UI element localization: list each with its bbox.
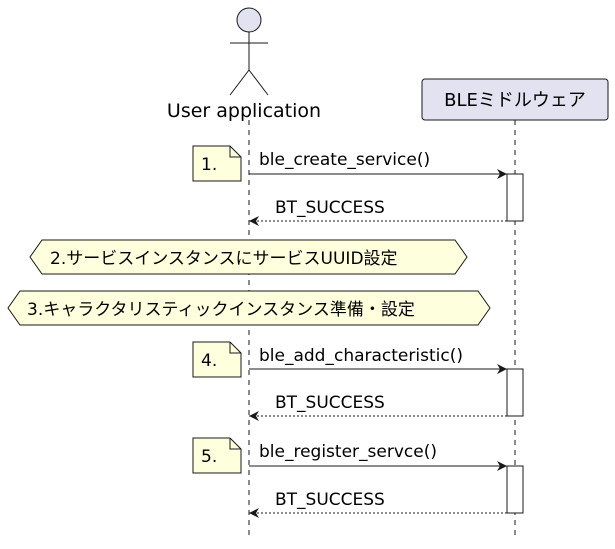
actor-icon <box>236 7 262 33</box>
note-4-label: 4. <box>201 351 217 371</box>
reply-1-label: BT_SUCCESS <box>275 198 385 218</box>
note-4 <box>192 341 242 378</box>
activation-1 <box>506 173 524 222</box>
note-1-label: 1. <box>201 155 217 175</box>
activation-4 <box>506 368 524 417</box>
note-5-label: 5. <box>201 447 217 467</box>
note-1 <box>192 145 242 182</box>
hexnote-3-label: 3.キャラクタリスティックインスタンス準備・設定 <box>27 300 415 320</box>
user-actor-label: User application <box>167 100 321 122</box>
activation-5 <box>506 465 524 514</box>
reply-5-label: BT_SUCCESS <box>275 490 385 510</box>
note-5 <box>192 437 242 474</box>
hexnote-2-label: 2.サービスインスタンスにサービスUUID設定 <box>50 249 398 269</box>
ble-participant-label: BLEミドルウェア <box>444 90 586 111</box>
message-group-1: 1. ble_create_service() BT_SUCCESS <box>192 145 524 226</box>
hexnote-2-shape <box>29 239 468 275</box>
hexnote-3-shape <box>7 290 491 326</box>
call-5-label: ble_register_servce() <box>259 442 437 462</box>
reply-4-label: BT_SUCCESS <box>275 393 385 413</box>
call-4-label: ble_add_characteristic() <box>259 346 463 366</box>
hexnote-3: 3.キャラクタリスティックインスタンス準備・設定 <box>7 290 491 326</box>
user-actor <box>229 7 269 96</box>
message-group-5: 5. ble_register_servce() BT_SUCCESS <box>192 437 524 518</box>
message-group-4: 4. ble_add_characteristic() BT_SUCCESS <box>192 341 524 421</box>
hexnote-2: 2.サービスインスタンスにサービスUUID設定 <box>29 239 468 275</box>
ble-participant-box <box>421 78 609 121</box>
call-1-label: ble_create_service() <box>259 150 430 170</box>
